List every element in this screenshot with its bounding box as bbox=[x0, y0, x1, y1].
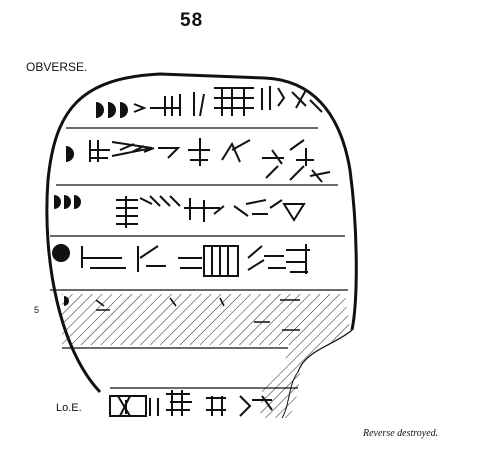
lower-edge-signs bbox=[109, 390, 273, 417]
tablet-outline bbox=[45, 72, 358, 394]
line-4-signs bbox=[81, 244, 310, 277]
obverse-label: OBVERSE. bbox=[26, 60, 88, 74]
line-3-signs bbox=[116, 195, 306, 228]
line-5-signs bbox=[95, 297, 300, 331]
page-number: 58 bbox=[180, 10, 204, 31]
damaged-area-edge bbox=[281, 371, 299, 419]
line-2-signs bbox=[89, 138, 331, 183]
damaged-area bbox=[62, 294, 350, 418]
ruling-lines bbox=[50, 127, 348, 389]
reverse-destroyed-caption: Reverse destroyed. bbox=[363, 428, 439, 439]
line-number-label: 5 bbox=[34, 305, 40, 315]
numeral-marks bbox=[52, 102, 128, 306]
lower-edge-label: Lo.E. bbox=[56, 402, 82, 414]
line-1-signs bbox=[133, 86, 323, 117]
